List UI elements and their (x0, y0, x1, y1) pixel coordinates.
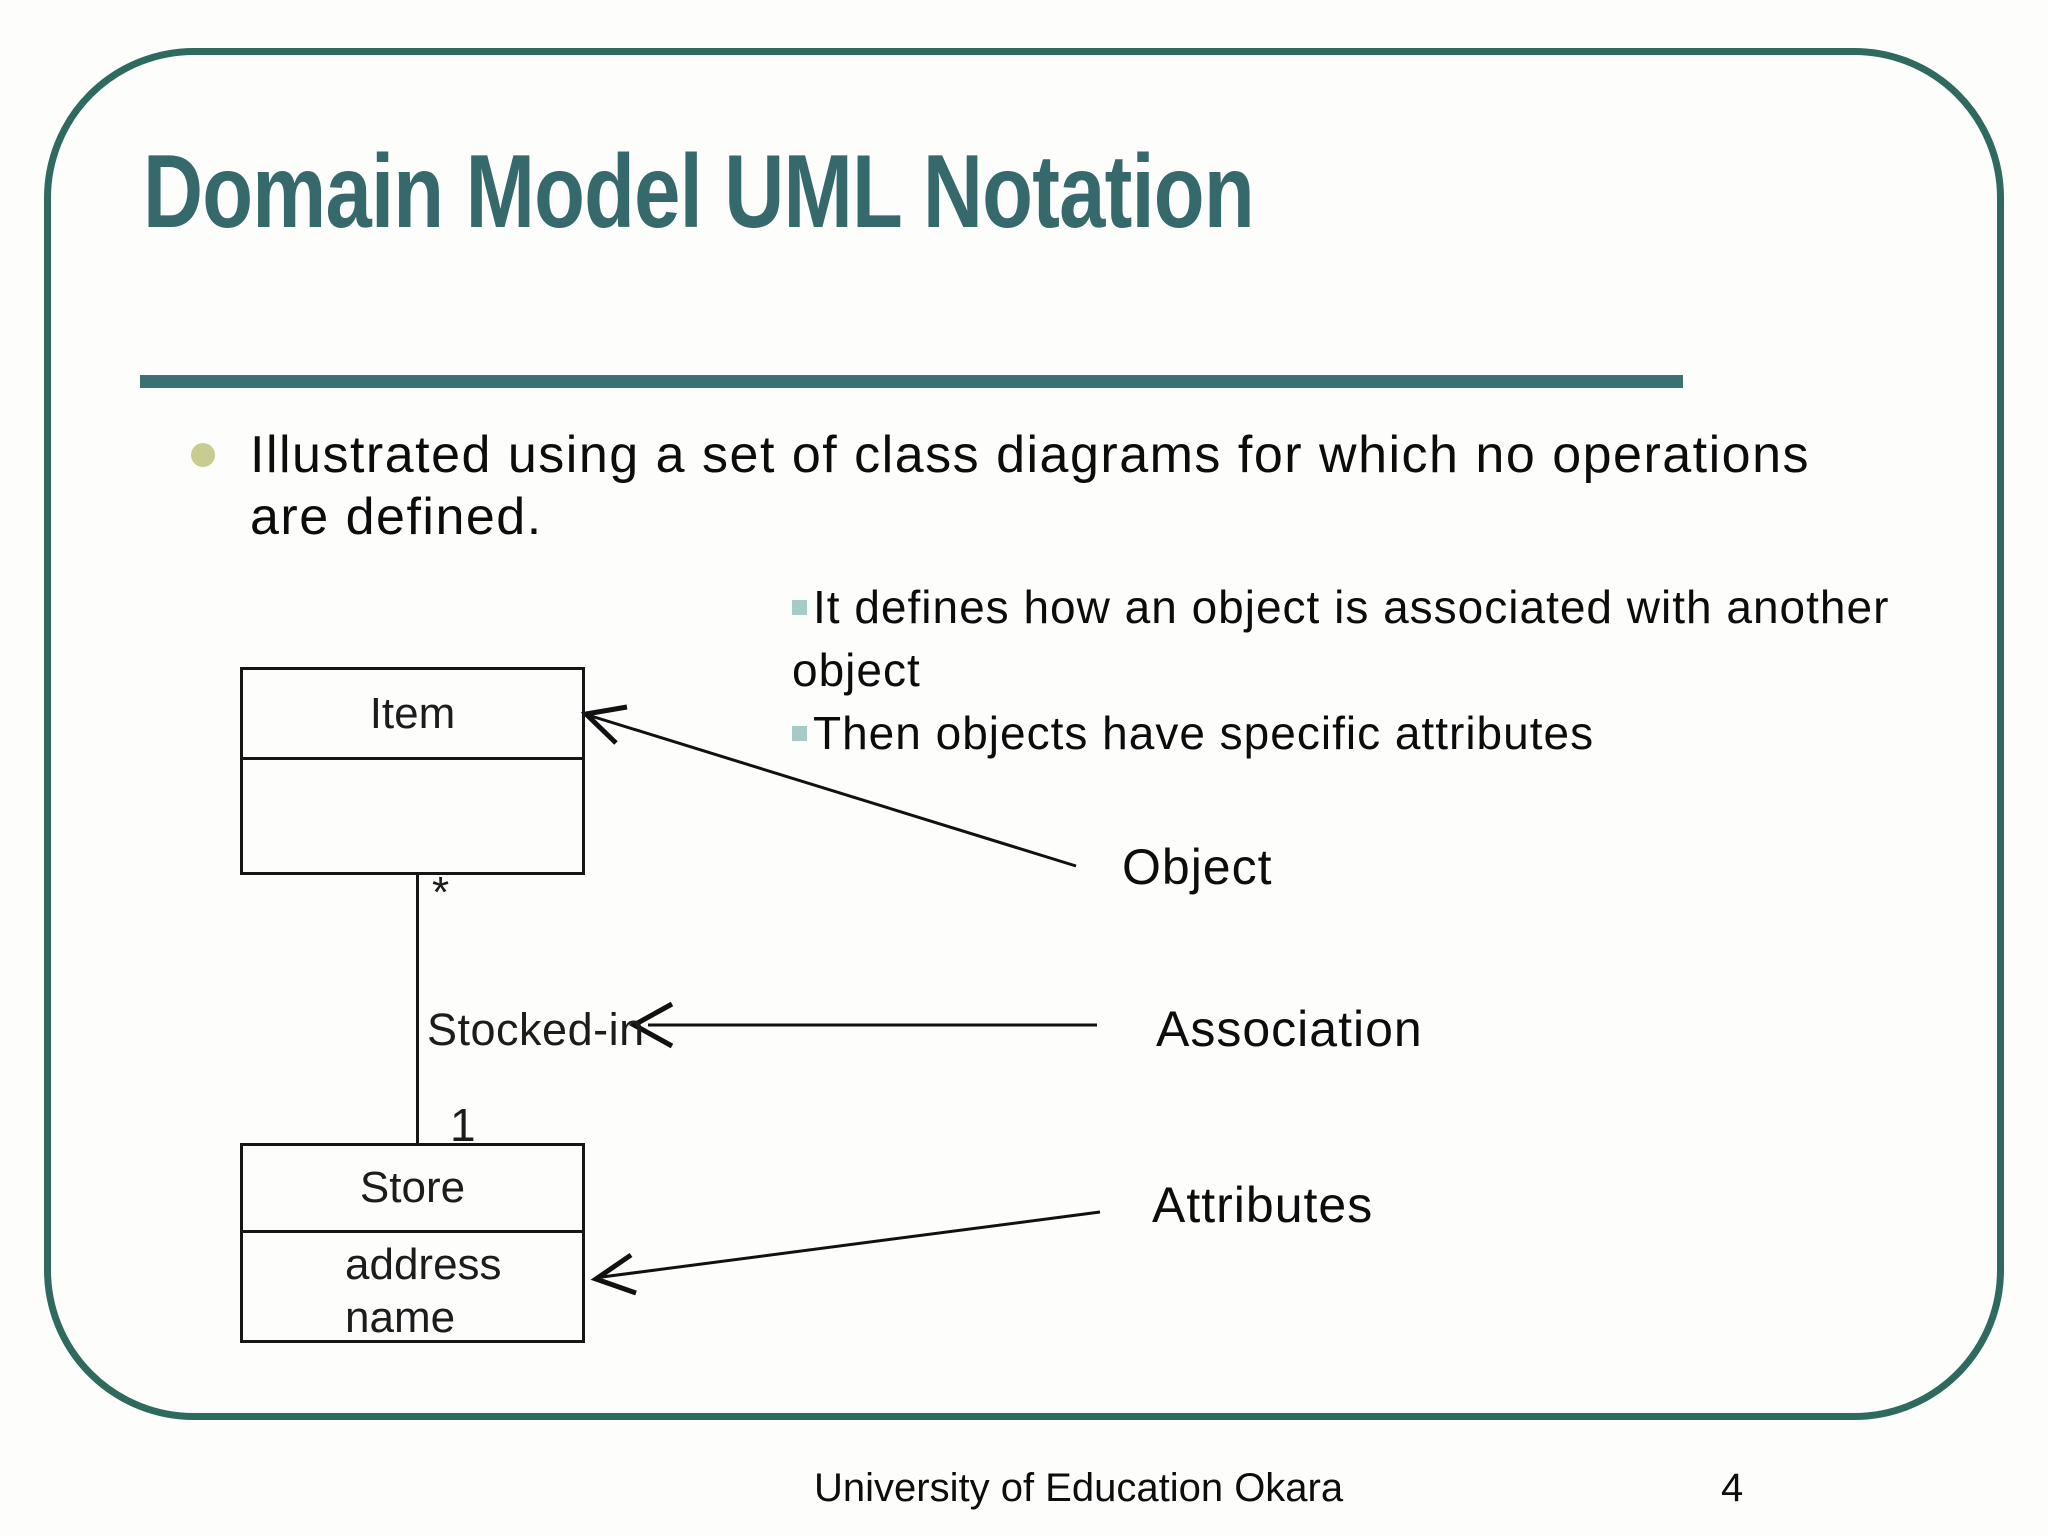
multiplicity-one: 1 (450, 1099, 476, 1151)
class-name-item: Item (243, 670, 582, 760)
sub-bullet-text: It defines how an object is associated w… (792, 581, 1890, 696)
callout-attributes: Attributes (1152, 1177, 1374, 1233)
sub-bullet-text: Then objects have specific attributes (813, 707, 1595, 759)
footer-text: University of Education Okara (814, 1466, 1344, 1510)
class-attribute: name (345, 1293, 456, 1342)
multiplicity-many: * (432, 868, 450, 917)
association-label: Stocked-in (427, 1004, 645, 1055)
square-bullet-icon (792, 726, 807, 741)
class-attributes-item (243, 760, 582, 765)
class-attributes-store: address name (243, 1233, 582, 1344)
square-bullet-icon (792, 600, 807, 615)
sub-bullet-item: It defines how an object is associated w… (792, 576, 1962, 702)
class-name-store: Store (243, 1146, 582, 1233)
bullet-circle-icon (191, 443, 215, 467)
page-number: 4 (1721, 1466, 1744, 1510)
sub-bullet-list: It defines how an object is associated w… (792, 576, 1962, 765)
uml-class-store: Store address name (240, 1143, 585, 1343)
callout-object: Object (1122, 839, 1273, 895)
callout-association: Association (1156, 1001, 1423, 1057)
class-attribute: address (345, 1240, 502, 1289)
slide-border (44, 48, 2004, 1420)
uml-class-item: Item (240, 667, 585, 875)
main-bullet-text: Illustrated using a set of class diagram… (250, 426, 1811, 546)
sub-bullet-item: Then objects have specific attributes (792, 702, 1962, 765)
title-underline (140, 375, 1683, 388)
slide-title: Domain Model UML Notation (143, 134, 1255, 250)
